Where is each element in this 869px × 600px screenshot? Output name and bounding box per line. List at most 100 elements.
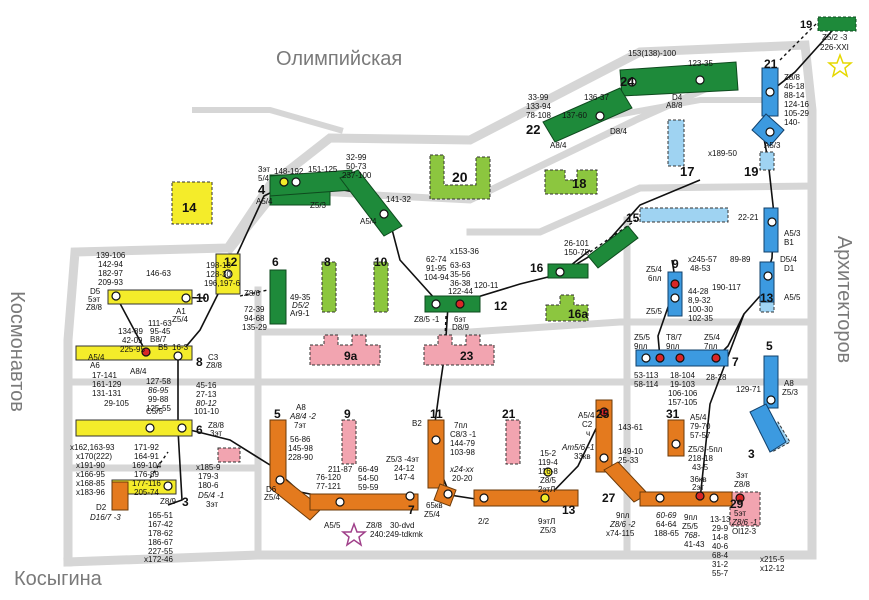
road-upper-right	[596, 97, 763, 122]
label-435: 43-5	[692, 463, 709, 472]
label-106: 106-106	[668, 389, 698, 398]
label-21a: Z8/8	[784, 73, 801, 82]
building-23-shape	[423, 334, 495, 366]
label-54: 5/4	[258, 174, 270, 183]
dashed-route-3	[149, 451, 169, 479]
label-17862: 178-62	[148, 529, 173, 538]
label-16742: 167-42	[148, 520, 173, 529]
label-4516: 45-16	[196, 381, 217, 390]
label-21b: 46-18	[784, 82, 805, 91]
label-x24xx: x24-xx	[449, 465, 475, 474]
label-151: 151-125	[308, 165, 338, 174]
label-2etl: 2этЛ	[538, 485, 555, 494]
label-33kv: 33кв	[574, 452, 591, 461]
label-b87: B8/7	[150, 335, 167, 344]
label-36kv: 36кв	[690, 475, 707, 484]
label-5et: 5эт	[88, 295, 100, 304]
label-182: 182-97	[98, 269, 123, 278]
label-13394: 133-94	[526, 102, 551, 111]
stop-7d	[711, 353, 721, 363]
num-29: 29	[730, 497, 744, 511]
label-t87: T8/7	[666, 333, 683, 342]
label-9988: 99-88	[148, 395, 169, 404]
label-z55b: Z5/5	[634, 333, 651, 342]
label-d52: D5/2	[292, 301, 309, 310]
stop-29d	[735, 493, 745, 503]
label-78108: 78-108	[526, 111, 551, 120]
pink-small-shape	[217, 447, 241, 463]
label-24b: A8/8	[666, 101, 683, 110]
road-diagonal-right	[466, 182, 816, 236]
num-10: 10	[374, 255, 388, 269]
label-6069: 60-69	[656, 511, 677, 520]
building-6-shape	[269, 269, 287, 325]
roads	[63, 40, 817, 567]
stop-22	[595, 111, 605, 121]
building-6l-shape	[75, 419, 193, 437]
label-a842: A8/4 -2	[289, 412, 316, 421]
label-1168: 116-8	[538, 467, 558, 476]
label-x183: x183-96	[76, 488, 105, 497]
label-a53r: A5/3	[764, 141, 781, 150]
label-4143: 41-43	[684, 540, 705, 549]
stop-16	[555, 267, 565, 277]
stop-7c	[675, 353, 685, 363]
num-8: 8	[324, 255, 331, 269]
route-south	[114, 181, 605, 501]
num-4: 4	[258, 182, 266, 197]
stop-9	[670, 279, 680, 289]
street-kosmonavtov: Космонавтов	[5, 291, 28, 412]
label-9545: 95-45	[150, 327, 171, 336]
building-15-green-shape	[587, 225, 639, 269]
label-z54: Z5/4	[172, 315, 189, 324]
label-2828: 28-28	[706, 373, 727, 382]
label-9468: 94-68	[244, 314, 265, 323]
label-299: 29-9	[712, 524, 729, 533]
building-22-shape	[542, 87, 633, 143]
building-3-shape	[749, 403, 787, 453]
label-17192: 171-92	[134, 443, 159, 452]
label-14479: 144-79	[450, 439, 475, 448]
num-18: 18	[572, 176, 586, 191]
building-20-shape	[429, 154, 491, 200]
num-13: 13	[760, 291, 774, 305]
stop-12	[431, 299, 441, 309]
label-b1: B1	[784, 238, 794, 247]
label-768: 768-	[684, 531, 700, 540]
label-d54: D5/4	[780, 255, 797, 264]
label-ol123: Ol12-3	[732, 527, 757, 536]
label-24a: D4	[672, 93, 683, 102]
label-z54e: Z5/4	[424, 510, 441, 519]
stop-12b	[455, 299, 465, 309]
label-z88e: Z8/8	[734, 480, 751, 489]
building-9a-shape	[309, 334, 381, 366]
dashed-route-z86	[239, 289, 269, 297]
num-7b: 7	[408, 503, 415, 517]
label-131: 131-131	[92, 389, 122, 398]
num-5: 5	[274, 407, 281, 421]
label-6649: 66-49	[358, 465, 379, 474]
label-169: 169-104	[132, 461, 162, 470]
label-4209: 42-09	[122, 336, 143, 345]
label-7612: 76-120	[316, 473, 341, 482]
num-13b: 13	[562, 503, 576, 517]
label-21c: 88-14	[784, 91, 805, 100]
label-x245: x245-57	[688, 255, 717, 264]
num-16a: 16а	[568, 307, 588, 321]
label-x168: x168-85	[76, 479, 105, 488]
label-z535pl: Z5/3 -5пл	[688, 445, 723, 454]
label-a55: A5/5	[784, 293, 801, 302]
label-ch: ч	[586, 429, 590, 438]
label-a54: A5/4	[360, 217, 377, 226]
label-9pl4: 9пл	[616, 511, 630, 520]
stars	[340, 52, 854, 547]
label-16491: 164-91	[134, 452, 159, 461]
label-163: 16-3	[172, 343, 189, 352]
stop-6l-b	[177, 423, 187, 433]
label-6pl: 6пл	[648, 274, 662, 283]
label-142: 142-94	[98, 260, 123, 269]
label-z53c: Z5/3	[540, 526, 557, 535]
label-z851: Z8/5 -1	[414, 315, 440, 324]
label-134: 134-89	[118, 327, 143, 336]
building-12b-shape	[424, 295, 481, 313]
